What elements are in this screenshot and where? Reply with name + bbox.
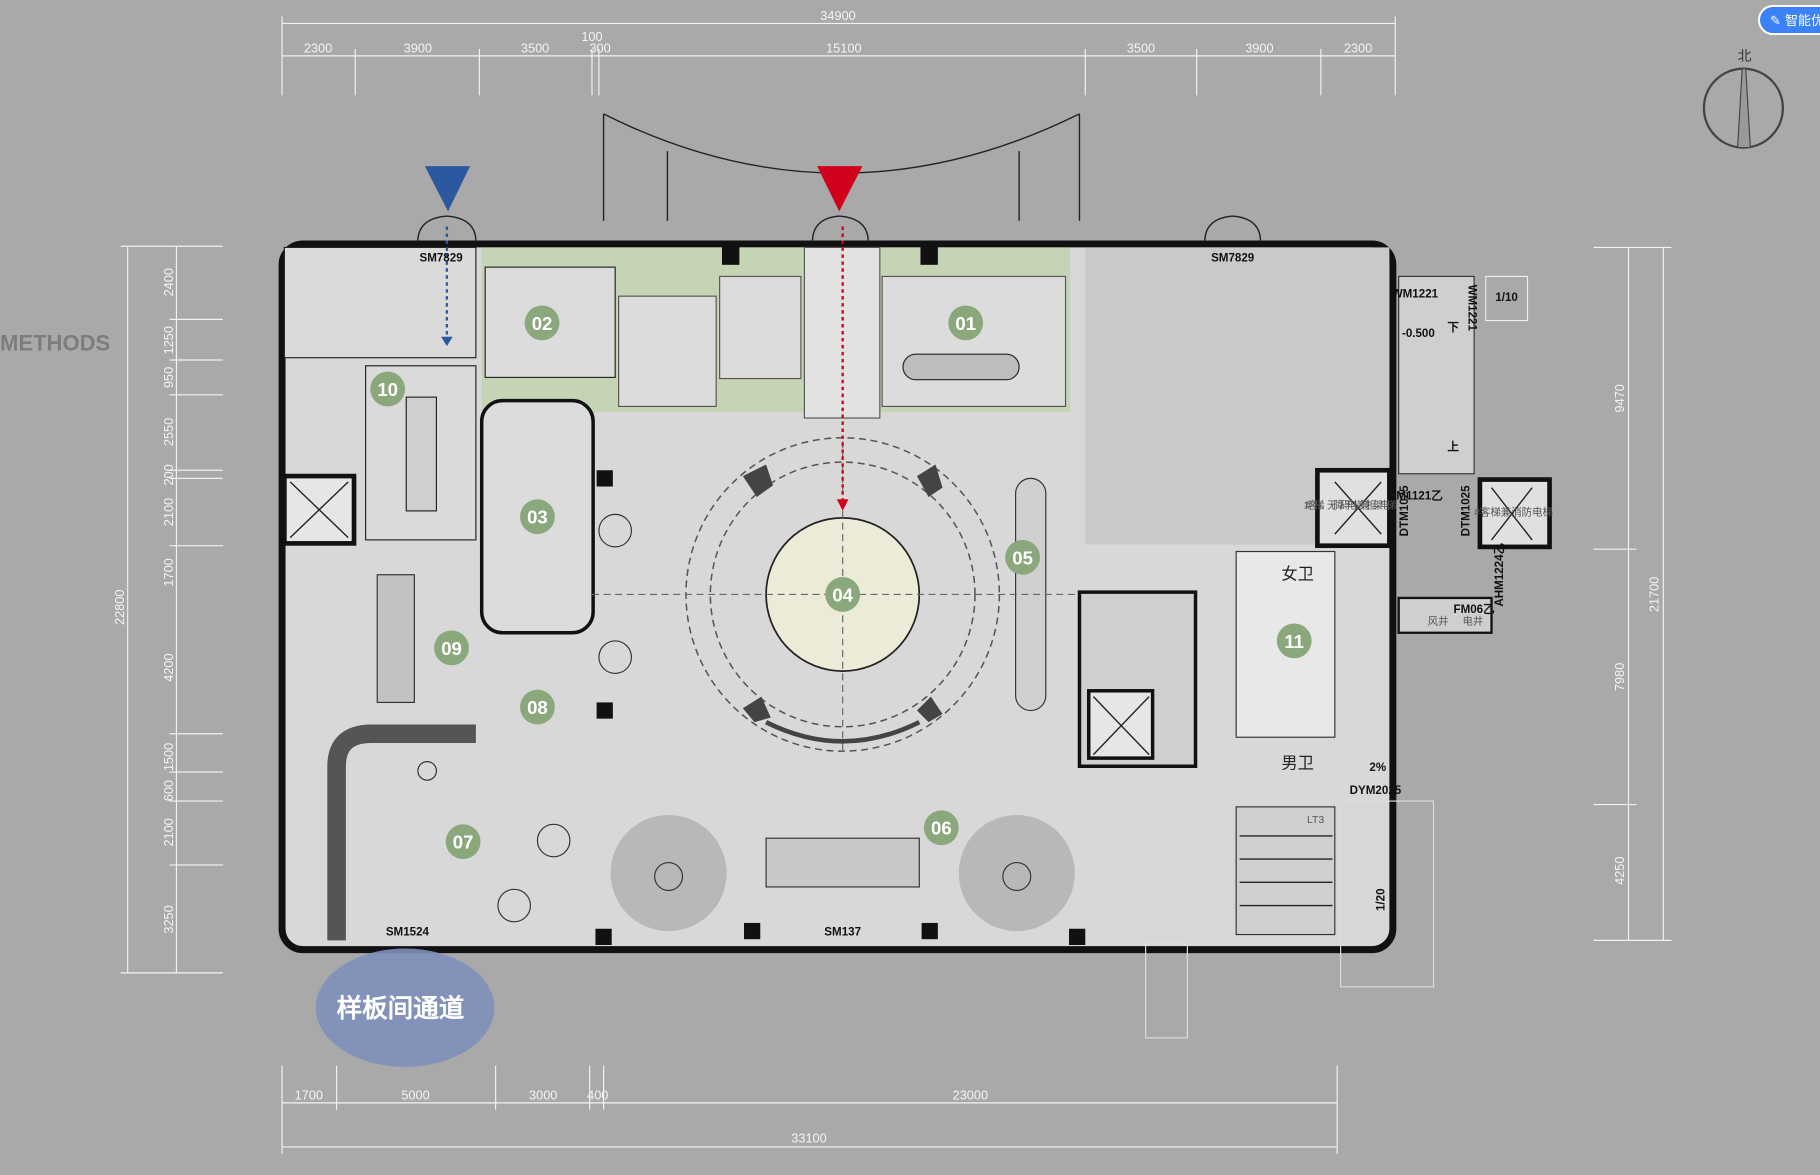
compass-label: 北 xyxy=(1738,49,1752,65)
slope-label: 1/10 xyxy=(1495,291,1518,304)
dim-text: 2400 xyxy=(161,268,176,296)
smart-assistant-button[interactable]: ✎ 智能优 xyxy=(1758,5,1820,35)
shaft-label: 风井 xyxy=(1428,615,1449,628)
passage-label: 样板间通道 xyxy=(337,994,465,1024)
room-badge: 05 xyxy=(1012,547,1033,568)
bar-counter xyxy=(327,724,476,941)
door-label: DTM1025 xyxy=(1398,485,1411,536)
display-bench xyxy=(1015,477,1047,712)
dim-text: 400 xyxy=(587,1087,608,1102)
canopy-posts xyxy=(602,113,1081,221)
elevation-label: -0.500 xyxy=(1402,327,1435,340)
reception-desk xyxy=(902,353,1020,381)
dim-text: 1500 xyxy=(161,743,176,771)
room-badge: 07 xyxy=(453,832,474,853)
dim-text: 3000 xyxy=(529,1087,557,1102)
dim-text: 15100 xyxy=(826,40,861,55)
dim-text: 33100 xyxy=(791,1130,826,1145)
dim-text: 22800 xyxy=(112,589,127,624)
stair-direction: 上 xyxy=(1447,440,1459,454)
stair-lt3 xyxy=(1235,806,1336,936)
door-label: SM1524 xyxy=(386,926,430,939)
elevator-label: #客梯兼消防电梯 xyxy=(1474,506,1553,519)
smart-button-label: 智能优 xyxy=(1785,14,1820,29)
dim-text: 100 xyxy=(581,29,602,44)
door-label: WM1221 xyxy=(1465,285,1478,332)
door-label: WM1221 xyxy=(1392,287,1439,300)
top-dimensions: 34900 2300 3900 3500 100 300 15100 3500 … xyxy=(281,8,1396,96)
dim-text: 7980 xyxy=(1612,663,1627,691)
room-badge: 10 xyxy=(377,379,398,400)
main-entrance-marker-icon xyxy=(817,166,863,212)
door-label: FM1121乙 xyxy=(1389,489,1443,502)
womens-restroom-label: 女卫 xyxy=(1281,564,1314,583)
door-label: SM7829 xyxy=(1211,251,1255,264)
dim-text: 3900 xyxy=(404,40,432,55)
door-label: DTM1025 xyxy=(1459,485,1472,536)
dim-text: 2300 xyxy=(304,40,332,55)
ai-edit-icon: ✎ xyxy=(1770,14,1786,29)
side-entrance-marker-icon xyxy=(424,166,471,212)
stair-direction: 下 xyxy=(1447,321,1459,334)
entrance-canopy xyxy=(603,113,1080,174)
dim-text: 5000 xyxy=(401,1087,429,1102)
negotiation-table xyxy=(765,837,920,888)
room-badge: 01 xyxy=(955,313,976,334)
dim-text: 34900 xyxy=(820,8,855,23)
stair-east xyxy=(1398,275,1475,475)
left-dimensions: 22800 2400 1250 950 2550 200 2100 1700 4… xyxy=(112,245,223,974)
dim-text: 4200 xyxy=(161,653,176,681)
stair-label: LT3 xyxy=(1307,815,1324,826)
dim-text: 2100 xyxy=(161,498,176,526)
lounge-seat-west xyxy=(610,815,727,932)
elevator-fire xyxy=(1477,477,1552,550)
dim-text: 950 xyxy=(161,367,176,388)
elevator-label: 1#客梯、无障碍电梯兼担架电梯 xyxy=(1303,499,1396,512)
slope-label: 1/20 xyxy=(1375,888,1388,911)
bottom-dimensions: 1700 5000 3000 400 23000 33100 xyxy=(281,1065,1338,1154)
room-badge: 09 xyxy=(441,638,462,659)
dim-text: 3900 xyxy=(1245,40,1273,55)
room-badge: 04 xyxy=(832,584,853,605)
dim-text: 21700 xyxy=(1647,577,1662,612)
room-badge: 08 xyxy=(527,697,548,718)
dim-text: 3500 xyxy=(521,40,549,55)
door-label: FM06乙 xyxy=(1453,603,1495,616)
shaft-label: 电井 xyxy=(1463,615,1484,628)
room-badges: 01 02 03 04 05 06 07 08 09 10 11 xyxy=(370,305,1312,860)
door-label: SM137 xyxy=(824,926,861,939)
right-dimensions: 9470 7980 4250 21700 xyxy=(1593,246,1672,941)
dim-text: 2100 xyxy=(161,818,176,846)
dim-text: 2550 xyxy=(161,418,176,446)
dim-text: 4250 xyxy=(1612,857,1627,885)
door-label: SM7829 xyxy=(419,251,463,264)
watermark-text: METHODS xyxy=(0,331,110,356)
elevator-1 xyxy=(1315,467,1392,549)
shafts xyxy=(1397,596,1493,634)
dim-text: 1250 xyxy=(161,326,176,354)
dim-text: 200 xyxy=(161,464,176,485)
dim-text: 23000 xyxy=(953,1087,988,1102)
dim-text: 1700 xyxy=(161,558,176,586)
entrance-doors xyxy=(417,215,1262,242)
dim-text: 1700 xyxy=(295,1087,323,1102)
room-badge: 02 xyxy=(532,313,553,334)
room-badge: 03 xyxy=(527,507,548,528)
dim-text: 3250 xyxy=(161,905,176,933)
room-badge: 06 xyxy=(931,818,952,839)
mens-restroom-label: 男卫 xyxy=(1281,754,1314,773)
dim-text: 2300 xyxy=(1344,40,1372,55)
dim-text: 3500 xyxy=(1127,40,1155,55)
columns xyxy=(595,246,1086,945)
door-label: DYM2025 xyxy=(1350,784,1402,797)
slope-label: 2% xyxy=(1369,761,1386,774)
dim-text: 9470 xyxy=(1612,384,1627,412)
lounge-seat-east xyxy=(958,815,1075,932)
dim-text: 300 xyxy=(589,40,610,55)
north-compass-icon: 北 xyxy=(1702,49,1785,149)
model-room-passage-marker xyxy=(315,948,495,1067)
room-badge: 11 xyxy=(1284,631,1304,652)
dim-text: 600 xyxy=(161,780,176,801)
door-label: AHM1224乙 xyxy=(1493,542,1506,606)
